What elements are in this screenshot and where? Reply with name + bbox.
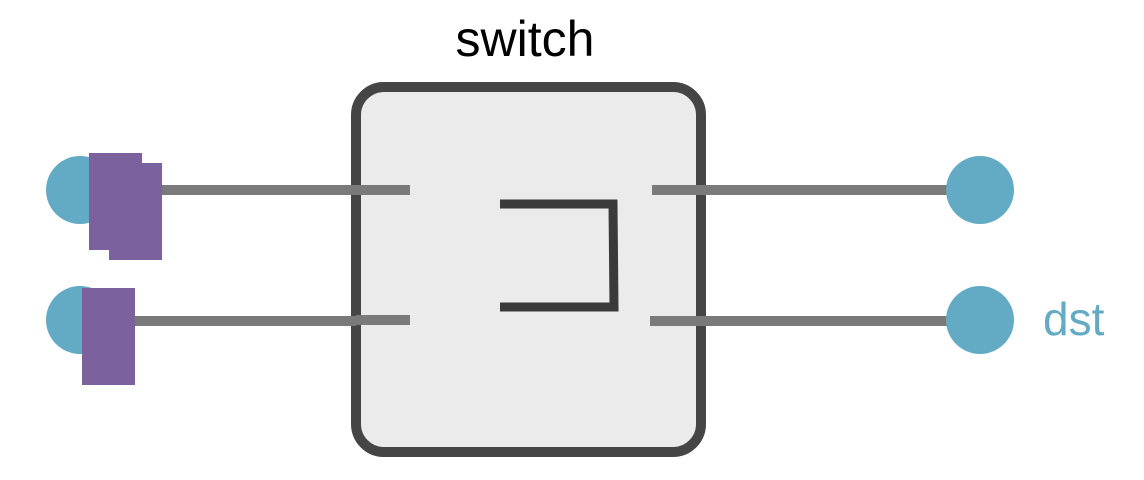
host-dst-icon [946,286,1014,354]
dst-label: dst [1043,293,1105,345]
switch-queue [500,199,619,312]
packet-bottom [82,288,135,385]
host-right-top-icon [946,156,1014,224]
switch-box [351,82,706,457]
packet-top-front [109,163,162,260]
switch-title: switch [456,11,595,67]
